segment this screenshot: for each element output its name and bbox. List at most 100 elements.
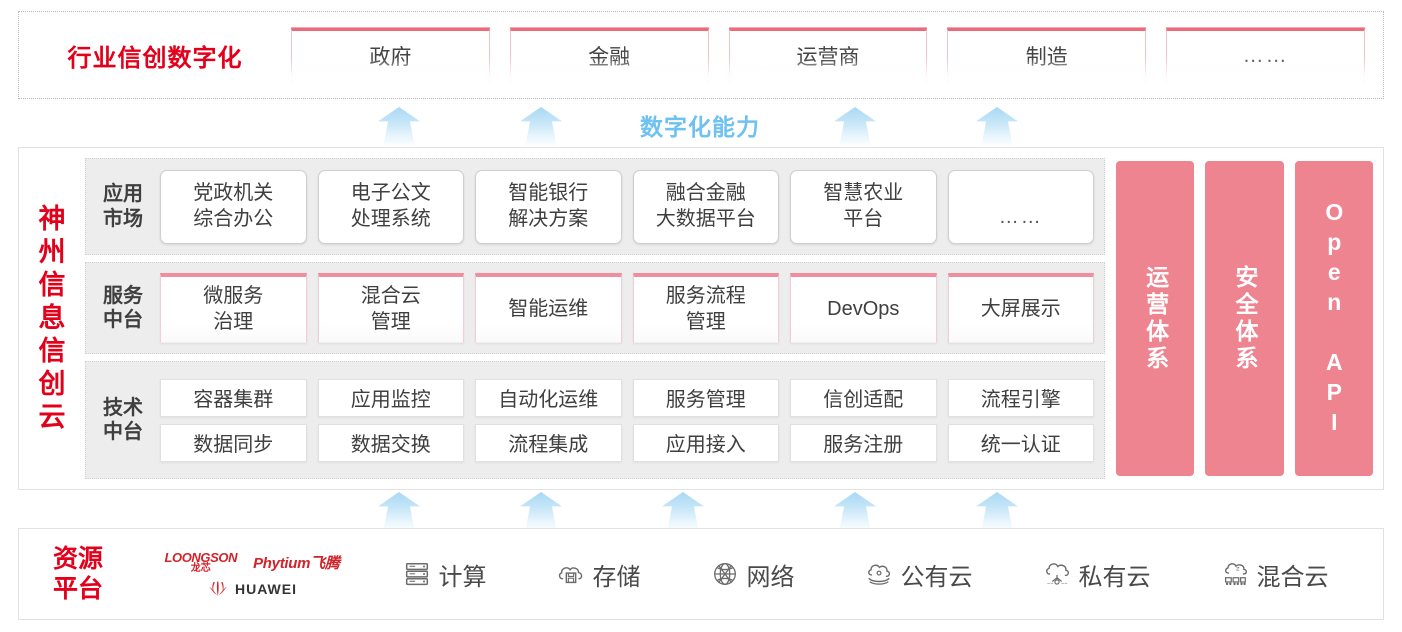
resource-item-compute[interactable]: 计算 bbox=[402, 557, 487, 592]
capability-label: 数字化能力 bbox=[640, 114, 760, 140]
industry-box-label: 制造 bbox=[1025, 46, 1068, 69]
pillar-label: Open API bbox=[1321, 198, 1348, 439]
card-microservice-governance[interactable]: 微服务治理 bbox=[160, 273, 307, 343]
industry-box-manufacturing[interactable]: 制造 bbox=[947, 28, 1147, 82]
resource-item-network[interactable]: 网络 bbox=[710, 557, 795, 592]
huawei-logo: HUAWEI bbox=[207, 581, 297, 597]
resource-item-list: 计算 存储 网络 bbox=[367, 557, 1383, 592]
server-icon bbox=[405, 562, 428, 586]
vendor-row-top: LOONGSON 龙芯 Phytium飞腾 bbox=[164, 551, 339, 574]
card-smart-bank[interactable]: 智能银行解决方案 bbox=[475, 169, 622, 244]
resource-item-public-cloud[interactable]: 公有云 bbox=[864, 557, 973, 592]
industry-box-label: 政府 bbox=[369, 46, 412, 69]
card-devops[interactable]: DevOps bbox=[790, 273, 937, 343]
industry-band-title: 行业信创数字化 bbox=[67, 44, 243, 72]
layer-card-list-tech: 容器集群 应用监控 自动化运维 服务管理 信创适配 流程引擎 数据同步 数据交换… bbox=[160, 378, 1104, 462]
industry-box-label: …… bbox=[1242, 44, 1289, 67]
card-e-document[interactable]: 电子公文处理系统 bbox=[317, 169, 464, 244]
card-process-integration[interactable]: 流程集成 bbox=[475, 423, 622, 462]
card-xinchuang-adaptation[interactable]: 信创适配 bbox=[790, 378, 937, 417]
industry-box-list: 政府 金融 运营商 制造 …… bbox=[291, 28, 1383, 82]
layer-card-list-app: 党政机关综合办公 电子公文处理系统 智能银行解决方案 融合金融大数据平台 智慧农… bbox=[160, 169, 1104, 244]
layer-app-market: 应用市场 党政机关综合办公 电子公文处理系统 智能银行解决方案 融合金融大数据平… bbox=[85, 158, 1105, 255]
card-process-engine[interactable]: 流程引擎 bbox=[947, 378, 1094, 417]
card-smart-agriculture[interactable]: 智慧农业平台 bbox=[790, 169, 937, 244]
resource-arrow-strip-bottom bbox=[0, 492, 1402, 532]
huawei-flower-icon bbox=[209, 581, 227, 597]
card-fintech-bigdata[interactable]: 融合金融大数据平台 bbox=[632, 169, 779, 244]
vendor-row-bottom: HUAWEI bbox=[207, 581, 297, 597]
cloud-storage-icon bbox=[558, 567, 582, 584]
industry-box-finance[interactable]: 金融 bbox=[509, 28, 709, 82]
resource-item-storage[interactable]: 存储 bbox=[556, 557, 641, 592]
pillar-label: 运营体系 bbox=[1142, 264, 1169, 373]
loongson-logo-cn: 龙芯 bbox=[190, 563, 211, 574]
industry-box-label: 运营商 bbox=[796, 46, 860, 69]
pillar-label: 安全体系 bbox=[1231, 264, 1258, 373]
tech-card-row-2: 数据同步 数据交换 流程集成 应用接入 服务注册 统一认证 bbox=[160, 423, 1094, 462]
capability-arrow-icon bbox=[378, 107, 420, 147]
pillar-security-system[interactable]: 安全体系 bbox=[1205, 161, 1284, 476]
layer-tech-platform: 技术中台 容器集群 应用监控 自动化运维 服务管理 信创适配 流程引擎 数据同步… bbox=[85, 361, 1105, 479]
card-container-cluster[interactable]: 容器集群 bbox=[160, 378, 307, 417]
card-service-mgmt[interactable]: 服务管理 bbox=[632, 378, 779, 417]
huawei-logo-text: HUAWEI bbox=[235, 581, 297, 597]
svg-text:z: z bbox=[1235, 564, 1239, 572]
network-globe-icon bbox=[713, 563, 736, 585]
card-app-more[interactable]: …… bbox=[947, 169, 1094, 244]
resource-item-label: 存储 bbox=[592, 563, 641, 591]
capability-arrow-icon bbox=[976, 107, 1018, 147]
phytium-logo: Phytium飞腾 bbox=[253, 555, 340, 572]
resource-item-label: 公有云 bbox=[900, 563, 973, 591]
industry-band: 行业信创数字化 政府 金融 运营商 制造 …… bbox=[18, 11, 1384, 99]
resource-panel-title: 资源平台 bbox=[52, 545, 103, 603]
cloud-panel-title: 神州信息信创云 bbox=[38, 204, 66, 432]
cloud-panel: 神州信息信创云 应用市场 党政机关综合办公 电子公文处理系统 智能银行解决方案 … bbox=[18, 147, 1384, 490]
resource-item-private-cloud[interactable]: 私有云 bbox=[1042, 557, 1151, 592]
industry-box-telecom[interactable]: 运营商 bbox=[728, 28, 928, 82]
private-cloud-icon bbox=[1045, 563, 1069, 585]
resource-item-label: 网络 bbox=[746, 563, 795, 591]
pillar-open-api[interactable]: Open API bbox=[1294, 161, 1373, 476]
loongson-logo-en: LOONGSON bbox=[164, 550, 238, 565]
card-big-screen-display[interactable]: 大屏展示 bbox=[947, 273, 1094, 343]
resource-arrow-icon bbox=[378, 492, 420, 532]
card-service-registry[interactable]: 服务注册 bbox=[790, 423, 937, 462]
layer-label-app-market: 应用市场 bbox=[103, 183, 143, 230]
loongson-logo: LOONGSON 龙芯 bbox=[164, 551, 237, 574]
layer-service-platform: 服务中台 微服务治理 混合云管理 智能运维 服务流程管理 DevOps 大屏展示 bbox=[85, 262, 1105, 354]
resource-arrow-icon bbox=[834, 492, 876, 532]
public-cloud-icon bbox=[867, 564, 890, 585]
layer-label-tech-platform: 技术中台 bbox=[103, 396, 143, 443]
resource-item-label: 混合云 bbox=[1256, 563, 1329, 591]
resource-item-hybrid-cloud[interactable]: z 混合云 bbox=[1220, 557, 1329, 592]
tech-card-row-1: 容器集群 应用监控 自动化运维 服务管理 信创适配 流程引擎 bbox=[160, 378, 1094, 417]
card-automated-ops[interactable]: 自动化运维 bbox=[475, 378, 622, 417]
card-gov-office[interactable]: 党政机关综合办公 bbox=[160, 169, 307, 244]
card-service-process-mgmt[interactable]: 服务流程管理 bbox=[632, 273, 779, 343]
hybrid-cloud-icon: z bbox=[1224, 563, 1247, 586]
resource-item-label: 私有云 bbox=[1078, 563, 1151, 591]
industry-box-government[interactable]: 政府 bbox=[291, 28, 490, 82]
card-data-exchange[interactable]: 数据交换 bbox=[317, 423, 464, 462]
card-intelligent-ops[interactable]: 智能运维 bbox=[475, 273, 622, 343]
capability-arrow-strip-top bbox=[0, 103, 1402, 147]
industry-box-more[interactable]: …… bbox=[1166, 28, 1365, 82]
cloud-layer-list: 应用市场 党政机关综合办公 电子公文处理系统 智能银行解决方案 融合金融大数据平… bbox=[85, 158, 1105, 479]
cloud-panel-body: 应用市场 党政机关综合办公 电子公文处理系统 智能银行解决方案 融合金融大数据平… bbox=[85, 148, 1383, 489]
resource-panel: 资源平台 LOONGSON 龙芯 Phytium飞腾 HUAWEI bbox=[18, 528, 1384, 620]
layer-label-service-platform: 服务中台 bbox=[103, 284, 143, 331]
resource-arrow-icon bbox=[520, 492, 562, 532]
pillar-operations-system[interactable]: 运营体系 bbox=[1116, 161, 1195, 476]
capability-arrow-icon bbox=[520, 107, 562, 147]
card-unified-auth[interactable]: 统一认证 bbox=[947, 423, 1094, 462]
card-data-sync[interactable]: 数据同步 bbox=[160, 423, 307, 462]
card-hybrid-cloud-mgmt[interactable]: 混合云管理 bbox=[317, 273, 464, 343]
capability-arrow-icon bbox=[834, 107, 876, 147]
resource-item-label: 计算 bbox=[438, 563, 487, 591]
layer-card-list-service: 微服务治理 混合云管理 智能运维 服务流程管理 DevOps 大屏展示 bbox=[160, 273, 1104, 343]
card-app-monitoring[interactable]: 应用监控 bbox=[317, 378, 464, 417]
card-app-access[interactable]: 应用接入 bbox=[632, 423, 779, 462]
vendor-logo-group: LOONGSON 龙芯 Phytium飞腾 HUAWEI bbox=[137, 551, 367, 597]
pillar-list: 运营体系 安全体系 Open API bbox=[1113, 158, 1373, 479]
